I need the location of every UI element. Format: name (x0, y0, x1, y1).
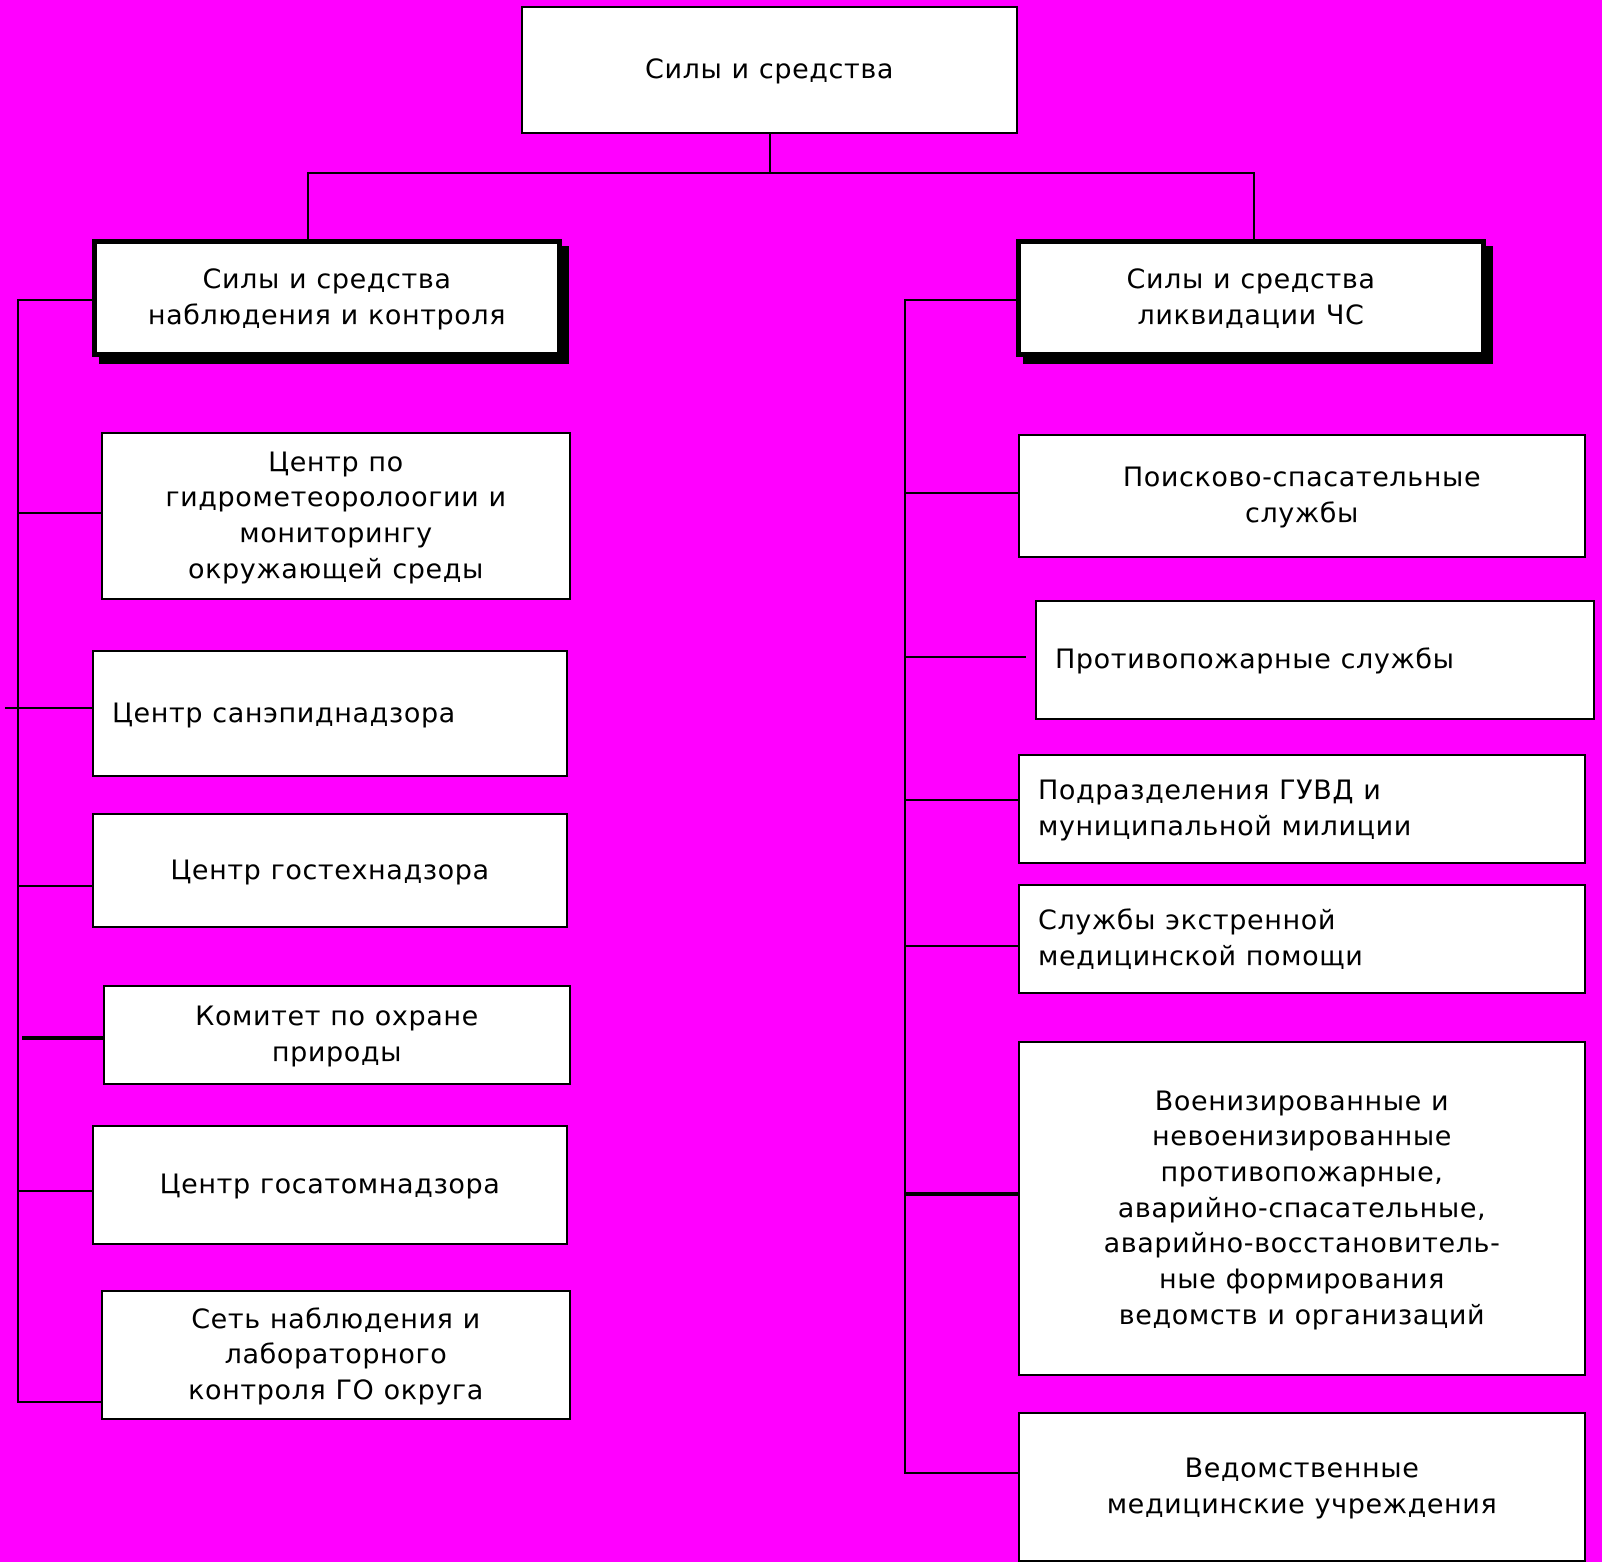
root-node-label: Силы и средства (645, 54, 894, 86)
right-branch-stub-1 (904, 492, 1026, 494)
right-branch-stub-5 (904, 1192, 1026, 1196)
left-branch-stub-4 (22, 1036, 104, 1040)
connector-to-branch-left (307, 172, 309, 239)
right-branch-stub-3 (904, 799, 1026, 801)
right-child-box-2[interactable]: Противопожарные службы (1035, 600, 1595, 720)
right-child-label-1: Поисково-спасательные службы (1122, 462, 1482, 529)
branch-header-liquidation[interactable]: Силы и средства ликвидации ЧС (1016, 239, 1486, 357)
left-child-box-4[interactable]: Комитет по охране природы (103, 985, 571, 1085)
left-child-box-2[interactable]: Центр санэпиднадзора (92, 650, 568, 777)
left-child-label-6: Сеть наблюдения и лабораторного контроля… (188, 1303, 484, 1406)
left-child-label-1: Центр по гидрометеоролоогии и мониторинг… (165, 446, 507, 585)
right-child-box-6[interactable]: Ведомственные медицинские учреждения (1018, 1412, 1586, 1562)
left-child-label-4: Комитет по охране природы (195, 1001, 479, 1068)
left-trunk-top-stub (17, 299, 95, 301)
left-child-box-6[interactable]: Сеть наблюдения и лабораторного контроля… (101, 1290, 571, 1420)
right-child-box-4[interactable]: Службы экстренной медицинской помощи (1018, 884, 1586, 994)
right-child-box-1[interactable]: Поисково-спасательные службы (1018, 434, 1586, 558)
left-branch-stub-6 (17, 1401, 103, 1403)
left-child-label-5: Центр госатомнадзора (159, 1169, 501, 1201)
right-child-label-3: Подразделения ГУВД и муниципальной милиц… (1038, 775, 1412, 842)
right-child-label-4: Службы экстренной медицинской помощи (1038, 905, 1364, 972)
left-child-label-2: Центр санэпиднадзора (112, 697, 456, 729)
right-child-box-3[interactable]: Подразделения ГУВД и муниципальной милиц… (1018, 754, 1586, 864)
root-node-box[interactable]: Силы и средства (521, 6, 1018, 134)
right-child-box-5[interactable]: Военизированные и невоенизированные прот… (1018, 1041, 1586, 1376)
left-trunk-line (17, 299, 19, 1403)
right-trunk-top-stub (904, 299, 1018, 301)
left-branch-stub-1 (17, 512, 103, 514)
right-child-label-5: Военизированные и невоенизированные прот… (1103, 1085, 1501, 1331)
left-child-box-1[interactable]: Центр по гидрометеоролоогии и мониторинг… (101, 432, 571, 600)
left-branch-stub-2 (5, 707, 103, 709)
branch-header-observation[interactable]: Силы и средства наблюдения и контроля (92, 239, 562, 357)
connector-root-stem (769, 134, 771, 173)
left-child-box-3[interactable]: Центр гостехнадзора (92, 813, 568, 928)
right-trunk-line (904, 299, 906, 1474)
left-branch-stub-3 (17, 885, 103, 887)
connector-root-bus (307, 172, 1255, 174)
left-child-label-3: Центр гостехнадзора (170, 854, 490, 886)
branch-header-observation-label: Силы и средства наблюдения и контроля (147, 264, 507, 331)
left-branch-stub-5 (17, 1190, 103, 1192)
connector-to-branch-right (1253, 172, 1255, 239)
right-branch-stub-2 (904, 656, 1026, 658)
left-child-box-5[interactable]: Центр госатомнадзора (92, 1125, 568, 1245)
right-branch-stub-4 (904, 945, 1026, 947)
right-child-label-6: Ведомственные медицинские учреждения (1106, 1453, 1498, 1520)
right-branch-stub-6 (904, 1472, 1026, 1474)
branch-header-liquidation-label: Силы и средства ликвидации ЧС (1126, 264, 1376, 331)
right-child-label-2: Противопожарные службы (1055, 644, 1455, 676)
